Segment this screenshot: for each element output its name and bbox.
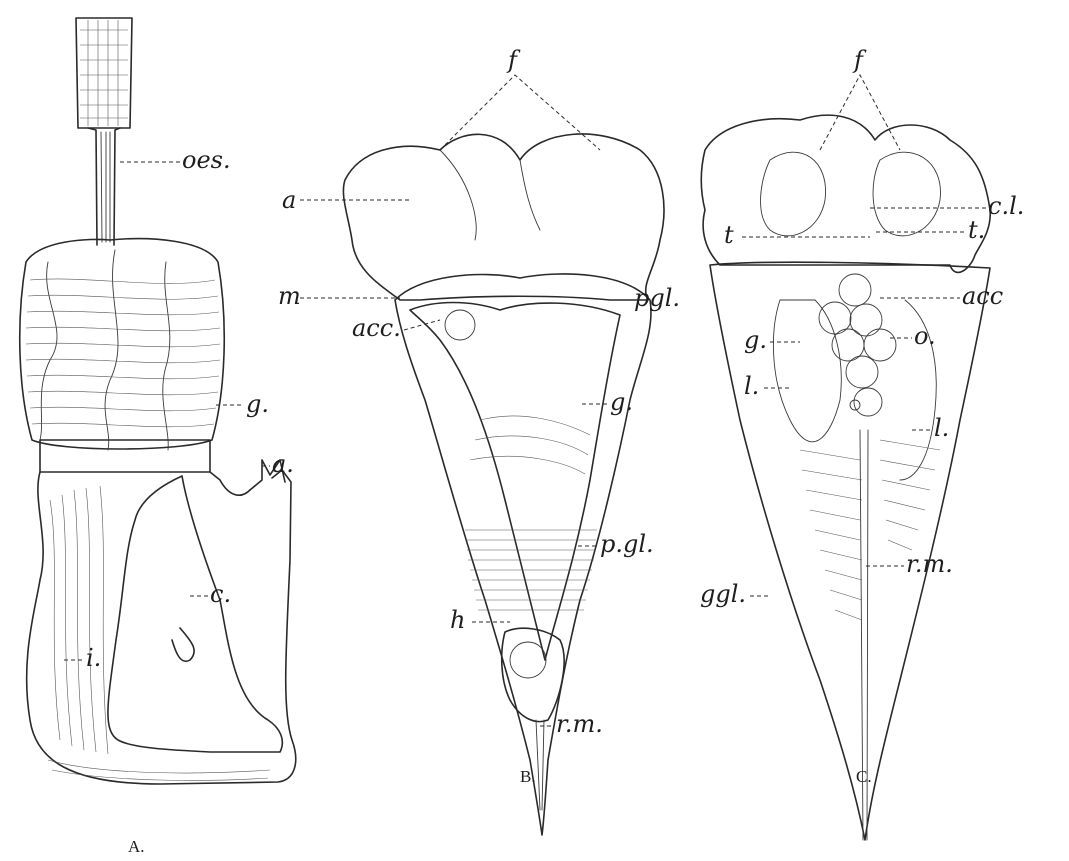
label-c-t-right: t. — [968, 216, 985, 244]
label-c-cl: c.l. — [988, 192, 1024, 220]
label-b-g: g. — [610, 388, 633, 416]
label-b-f: f — [506, 46, 521, 74]
label-b-m: m — [278, 282, 301, 310]
label-c-rm: r.m. — [906, 550, 953, 578]
label-b-rm: r.m. — [556, 710, 603, 738]
label-a-i: i. — [86, 644, 101, 672]
label-a-g: g. — [246, 390, 269, 418]
label-c-acc: acc — [962, 282, 1003, 310]
label-c-l-left: l. — [744, 372, 759, 400]
caption-b: B. — [520, 767, 536, 786]
label-c-l-right: l. — [934, 414, 949, 442]
figure-b-drawing — [343, 134, 664, 835]
label-b-acc: acc. — [352, 314, 401, 342]
label-b-pgl-bottom: p.gl. — [600, 530, 654, 558]
label-c-t-left: t — [724, 221, 734, 249]
label-b-h: h — [450, 606, 465, 634]
label-c-f: f — [852, 46, 867, 74]
label-a-c: c. — [210, 580, 231, 608]
label-c-ggl: ggl. — [700, 580, 746, 608]
label-a-a: a. — [272, 450, 294, 478]
label-b-pgl-top: pgl. — [634, 284, 680, 312]
label-c-o: o. — [914, 322, 936, 350]
label-a-oes: oes. — [182, 146, 231, 174]
label-c-g: g. — [744, 326, 767, 354]
figure-c-drawing — [701, 115, 990, 840]
caption-a: A. — [128, 837, 145, 856]
caption-c: C. — [856, 767, 872, 786]
label-b-a: a — [282, 186, 296, 214]
